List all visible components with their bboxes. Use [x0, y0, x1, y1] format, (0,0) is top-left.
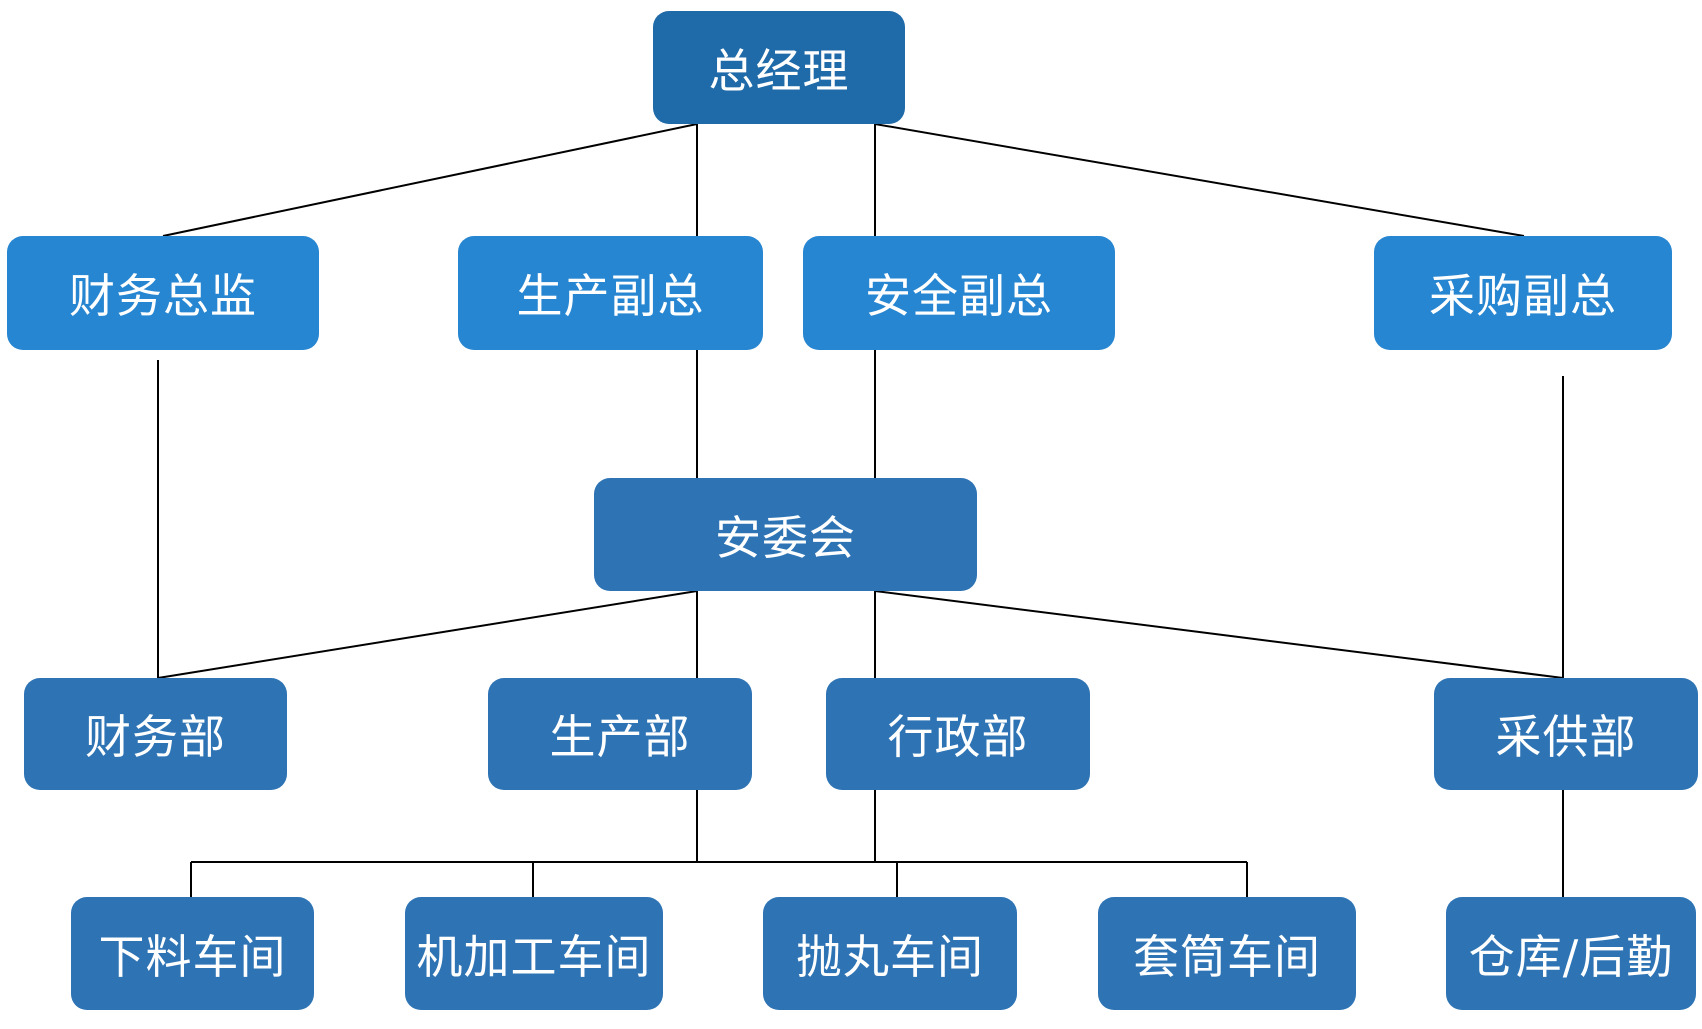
- machining-workshop-node: 机加工车间: [405, 897, 663, 1010]
- finance-dept-node: 财务部: [24, 678, 287, 790]
- general-manager-node: 总经理: [653, 11, 905, 124]
- production-dept-node: 生产部: [488, 678, 752, 790]
- shot-blasting-workshop-node: 抛丸车间: [763, 897, 1017, 1010]
- production-vp-node: 生产副总: [458, 236, 763, 350]
- cutting-workshop-node: 下料车间: [71, 897, 314, 1010]
- purchasing-vp-node: 采购副总: [1374, 236, 1672, 350]
- sleeve-workshop-node: 套筒车间: [1098, 897, 1356, 1010]
- supply-dept-node: 采供部: [1434, 678, 1698, 790]
- cfo-node: 财务总监: [7, 236, 319, 350]
- admin-dept-node: 行政部: [826, 678, 1090, 790]
- safety-committee-node: 安委会: [594, 478, 977, 591]
- safety-vp-node: 安全副总: [803, 236, 1115, 350]
- warehouse-logistics-node: 仓库/后勤: [1446, 897, 1696, 1010]
